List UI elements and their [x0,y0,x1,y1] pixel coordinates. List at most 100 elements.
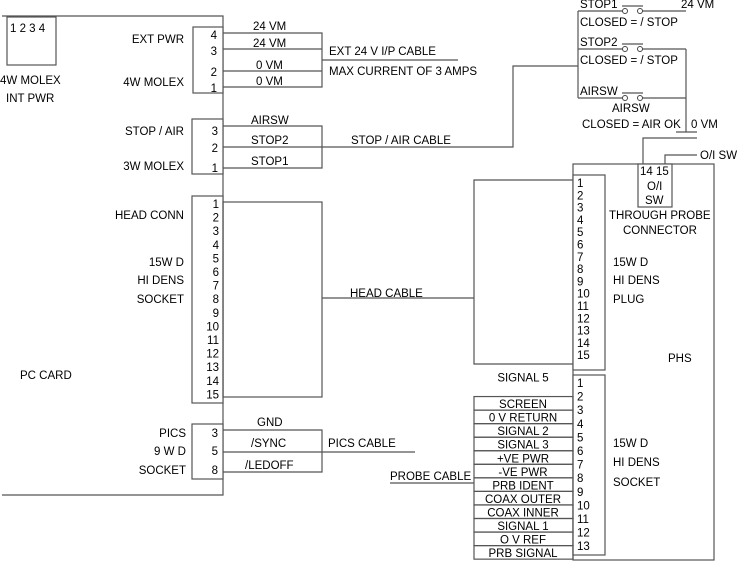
pin-label: 11 [577,514,589,526]
pin-label: 1 [577,378,583,390]
pin-label: 3 [212,428,218,440]
pin-label: 1 [211,83,217,95]
pc-card-label: PC CARD [20,370,72,382]
pin-label: 11 [577,301,589,313]
airsw-desc: CLOSED = AIR OK [582,119,681,131]
stop-air-connector [191,118,224,175]
supply-24vm-label: 24 VM [681,0,714,11]
signal-label: SIGNAL 5 [497,373,548,385]
pin-label: 9 [577,487,583,499]
max-current-label: MAX CURRENT OF 3 AMPS [329,66,477,78]
through-probe-label2: CONNECTOR [623,225,697,237]
head-cable-plug-loop [473,179,573,365]
head-conn-label2: 15W D [149,257,184,269]
oi-sw-0v-wire [642,137,697,165]
signal-label: O V REF [500,535,546,547]
switch-contact [622,8,628,14]
pin-label: 1 [212,163,218,175]
pin-label: 5 [213,253,219,265]
oi-sw-wire [664,154,697,165]
pc-card-outline [2,15,224,496]
switch-contact [637,95,643,101]
pin-label: 3 [212,126,218,138]
head-cable-loop [222,201,323,398]
pics-cable-label: PICS CABLE [328,438,396,450]
signal-label: SIGNAL 3 [497,440,548,452]
pin-label: 13 [577,326,590,338]
oi-sw-wire-label: O/I SW [700,150,737,162]
wire-label: 24 VM [253,38,286,50]
oi-sw-label1: O/I [647,181,662,193]
wire-label: 0 VM [256,60,283,72]
pin-label: 8 [577,473,583,485]
signal-label: +VE PWR [497,453,549,465]
pin-label: 12 [577,528,590,540]
pin-label: 13 [577,541,590,553]
stop-air-label2: 3W MOLEX [123,161,184,173]
pin-label: 2 [213,213,219,225]
oi-sw-label2: SW [645,195,664,207]
pin-label: 14 [206,376,219,388]
pin-label: 15 [577,350,590,362]
int-pwr-pins: 1 2 3 4 [10,23,46,35]
airsw-switch-label: AIRSW [580,86,618,98]
phs-plug-connector [572,174,606,371]
ground-0vm-label: 0 VM [691,119,718,131]
pin-label: 5 [577,432,583,444]
pin-label: 10 [577,289,590,301]
pin-label: 5 [577,227,583,239]
stop1-desc: CLOSED = / STOP [580,17,678,29]
pin-label: 8 [213,294,219,306]
socket-label3: SOCKET [613,477,660,489]
wire-label: AIRSW [251,115,289,127]
head-conn-label4: SOCKET [137,294,184,306]
phs-label: PHS [668,353,692,365]
pics-label3: SOCKET [139,465,186,477]
pics-label1: PICS [159,428,186,440]
signal-label: PRB IDENT [492,480,553,492]
pin-label: 2 [212,143,218,155]
pin-label: 4 [213,240,220,252]
head-conn-label3: HI DENS [137,275,184,287]
stop-air-cable-line [322,65,578,148]
wire-label: 24 VM [253,21,286,33]
wire-label: GND [257,417,283,429]
pin-label: 7 [577,252,583,264]
pics-wire-loop [223,429,323,473]
pin-label: 2 [577,392,583,404]
ext-24v-cable-label: EXT 24 V I/P CABLE [329,46,436,58]
pin-label: 3 [577,405,583,417]
pin-label: 10 [206,321,219,333]
plug-label2: HI DENS [613,275,660,287]
signal-row [473,544,574,560]
pin-label: 10 [577,500,590,512]
pin-label: 6 [577,240,583,252]
head-conn-connector [191,195,224,404]
pin-label: 15 [206,389,219,401]
signal-label: SCREEN [499,399,547,411]
pin-label: 2 [211,67,217,79]
wire-label: STOP1 [251,156,289,168]
pin-label: 9 [577,276,583,288]
stop2-switch-label: STOP2 [580,37,618,49]
signal-label: SIGNAL 1 [497,521,548,533]
pin-label: 11 [207,335,219,347]
pin-label: 2 [577,190,583,202]
stop2-desc: CLOSED = / STOP [580,55,678,67]
pin-label: 3 [211,46,217,58]
switch-contact [637,8,643,14]
pin-label: 4 [577,419,584,431]
probe-cable-label: PROBE CABLE [390,471,471,483]
socket-label2: HI DENS [613,457,660,469]
int-pwr-label2: INT PWR [6,93,54,105]
signal-label: PRB SIGNAL [488,548,558,560]
pin-label: 7 [577,460,583,472]
plug-label1: 15W D [613,257,648,269]
switch-contact [622,46,628,52]
pin-label: 3 [213,226,219,238]
int-pwr-connector [6,16,57,66]
